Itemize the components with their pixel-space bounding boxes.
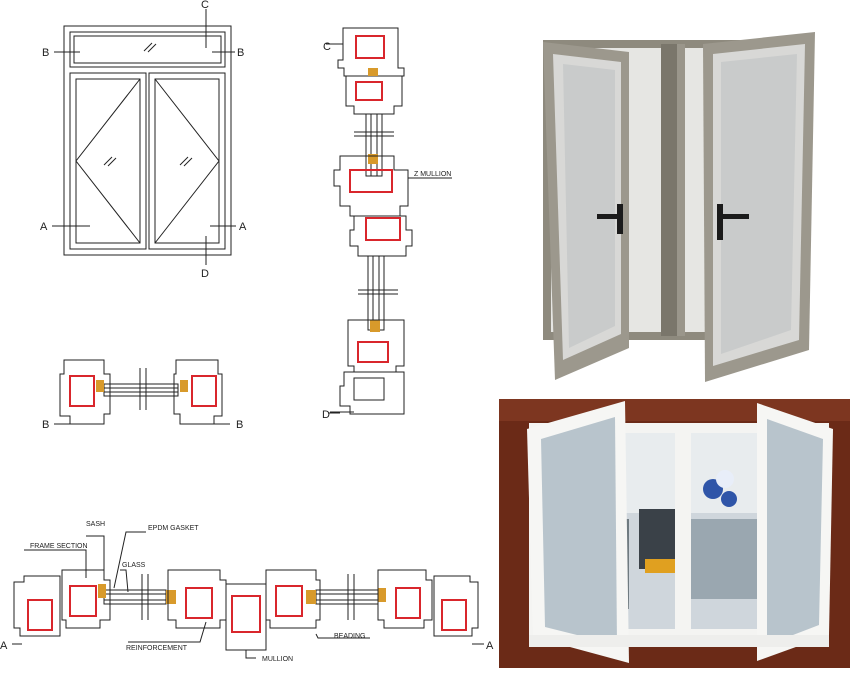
upvc-window-photo — [499, 399, 850, 668]
top-reinforcement — [355, 35, 385, 59]
aa-label-right: A — [486, 640, 494, 652]
upvc-window-image — [499, 399, 850, 668]
right-sash-inner — [154, 78, 220, 244]
lower-glass — [367, 255, 385, 331]
elevation-label-b-left: B — [42, 47, 49, 59]
aa-mullion-center-reinforcement — [231, 595, 261, 633]
vertical-label-d: D — [322, 409, 330, 421]
sash-label: SASH — [86, 521, 105, 528]
top-sash-profile — [345, 75, 403, 115]
right-sash-outer — [148, 72, 226, 250]
aa-left-frame — [13, 575, 61, 637]
bb-right-reinforcement — [191, 375, 217, 407]
aluminium-window-photo — [525, 30, 815, 385]
aa-right-frame-reinforcement — [441, 599, 467, 631]
z-mullion-label: Z MULLION — [414, 171, 451, 178]
aa-mullion-center — [225, 583, 267, 651]
aa-mullion-left-reinforcement — [185, 587, 213, 619]
bb-label-left: B — [42, 419, 49, 431]
aa-label-left: A — [0, 640, 8, 652]
z-mullion-profile — [333, 155, 409, 217]
elevation-label-b-right: B — [237, 47, 244, 59]
bb-left-reinforcement — [69, 375, 95, 407]
elevation-label-d: D — [201, 268, 209, 280]
vertical-section-svg: C D Z MULLION — [322, 27, 452, 421]
aa-left-sash-reinforcement — [69, 585, 97, 617]
right-opening-indicator — [154, 78, 220, 244]
mullion-reinforcement-upper — [349, 169, 393, 193]
aa-mullion-left-sash — [167, 569, 227, 629]
top-frame-profile — [337, 27, 405, 77]
left-opening-indicator — [75, 78, 141, 244]
elevation-label-a-left: A — [40, 221, 48, 233]
horizontal-section-bb: B B — [40, 350, 260, 440]
bb-glass — [103, 383, 179, 397]
outer-frame — [63, 25, 232, 256]
bottom-frame-profile — [339, 371, 405, 415]
elevation-svg: C B B A A D — [40, 0, 247, 280]
section-bb-svg: B B — [42, 359, 243, 431]
vertical-label-c: C — [323, 41, 331, 53]
reinforcement-label: REINFORCEMENT — [126, 645, 188, 652]
frame-section-label: FRAME SECTION — [30, 543, 88, 550]
beading-label: BEADING — [334, 633, 366, 640]
aa-right-frame — [433, 575, 479, 637]
bottom-reinforcement — [353, 377, 385, 401]
glass-label: GLASS — [122, 562, 146, 569]
fanlight-outer — [69, 31, 226, 68]
bottom-sash-reinforcement — [357, 341, 389, 363]
aluminium-window-image — [525, 30, 815, 385]
aa-glass-2 — [315, 589, 379, 605]
mullion-reinforcement-lower — [365, 217, 401, 241]
vertical-section-cd: C D Z MULLION — [310, 20, 510, 430]
bb-left-frame — [59, 359, 111, 425]
aa-glass-1 — [103, 589, 167, 605]
section-aa-svg: FRAME SECTION SASH EPDM GASKET GLASS REI… — [0, 521, 494, 663]
aa-right-sash-reinforcement — [395, 587, 421, 619]
left-sash-outer — [69, 72, 147, 250]
elevation-label-c: C — [201, 0, 209, 11]
bb-label-right: B — [236, 419, 243, 431]
window-elevation-drawing: C B B A A D — [0, 0, 300, 290]
aa-left-frame-reinforcement — [27, 599, 53, 631]
aa-left-sash — [61, 569, 111, 629]
mullion-label: MULLION — [262, 656, 293, 663]
aa-mullion-right-sash — [265, 569, 321, 629]
upper-glass — [365, 113, 383, 177]
aa-right-sash — [377, 569, 433, 629]
top-sash-reinforcement — [355, 81, 383, 101]
epdm-gasket-label: EPDM GASKET — [148, 525, 199, 532]
aa-mullion-right-reinforcement — [275, 585, 303, 617]
horizontal-section-aa: FRAME SECTION SASH EPDM GASKET GLASS REI… — [0, 510, 498, 668]
fanlight-inner — [73, 35, 222, 64]
elevation-label-a-right: A — [239, 221, 247, 233]
upper-gasket — [368, 68, 378, 76]
